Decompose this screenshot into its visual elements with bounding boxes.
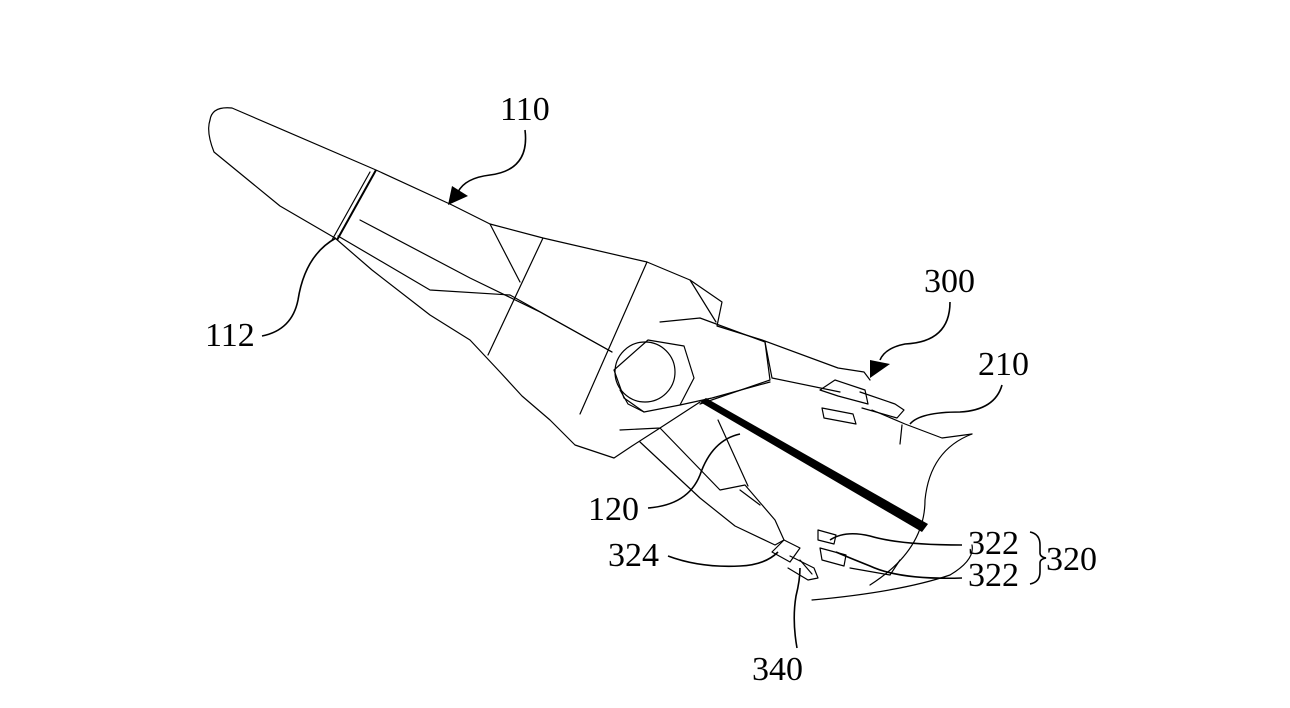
leader-210 <box>909 384 1003 425</box>
leader-322a <box>829 532 963 546</box>
label-322-first: 322 <box>968 525 1019 562</box>
reference-numerals: 110 112 300 210 120 324 322 322 320 340 <box>205 91 1097 688</box>
label-112: 112 <box>205 317 255 354</box>
leader-112 <box>261 237 337 337</box>
label-300: 300 <box>924 263 975 300</box>
brace-320 <box>1029 531 1047 585</box>
arrowhead-300 <box>870 360 890 378</box>
leader-324 <box>667 551 779 568</box>
label-210: 210 <box>978 346 1029 383</box>
label-322-second: 322 <box>968 557 1019 594</box>
cable <box>700 398 928 532</box>
leader-300 <box>879 301 951 361</box>
label-120: 120 <box>588 491 639 528</box>
leaders <box>261 129 1047 649</box>
leader-340 <box>793 567 801 649</box>
jaws <box>619 317 841 546</box>
upper-handle <box>208 107 871 459</box>
leader-322b <box>835 551 963 580</box>
leader-120 <box>647 433 741 509</box>
label-110: 110 <box>500 91 550 128</box>
upper-clip <box>819 379 905 425</box>
arrowhead-110 <box>448 186 468 205</box>
pivot-bolt <box>613 339 695 413</box>
label-340: 340 <box>752 651 803 688</box>
label-320: 320 <box>1046 541 1097 578</box>
label-324: 324 <box>608 537 659 574</box>
leader-110 <box>457 129 527 193</box>
